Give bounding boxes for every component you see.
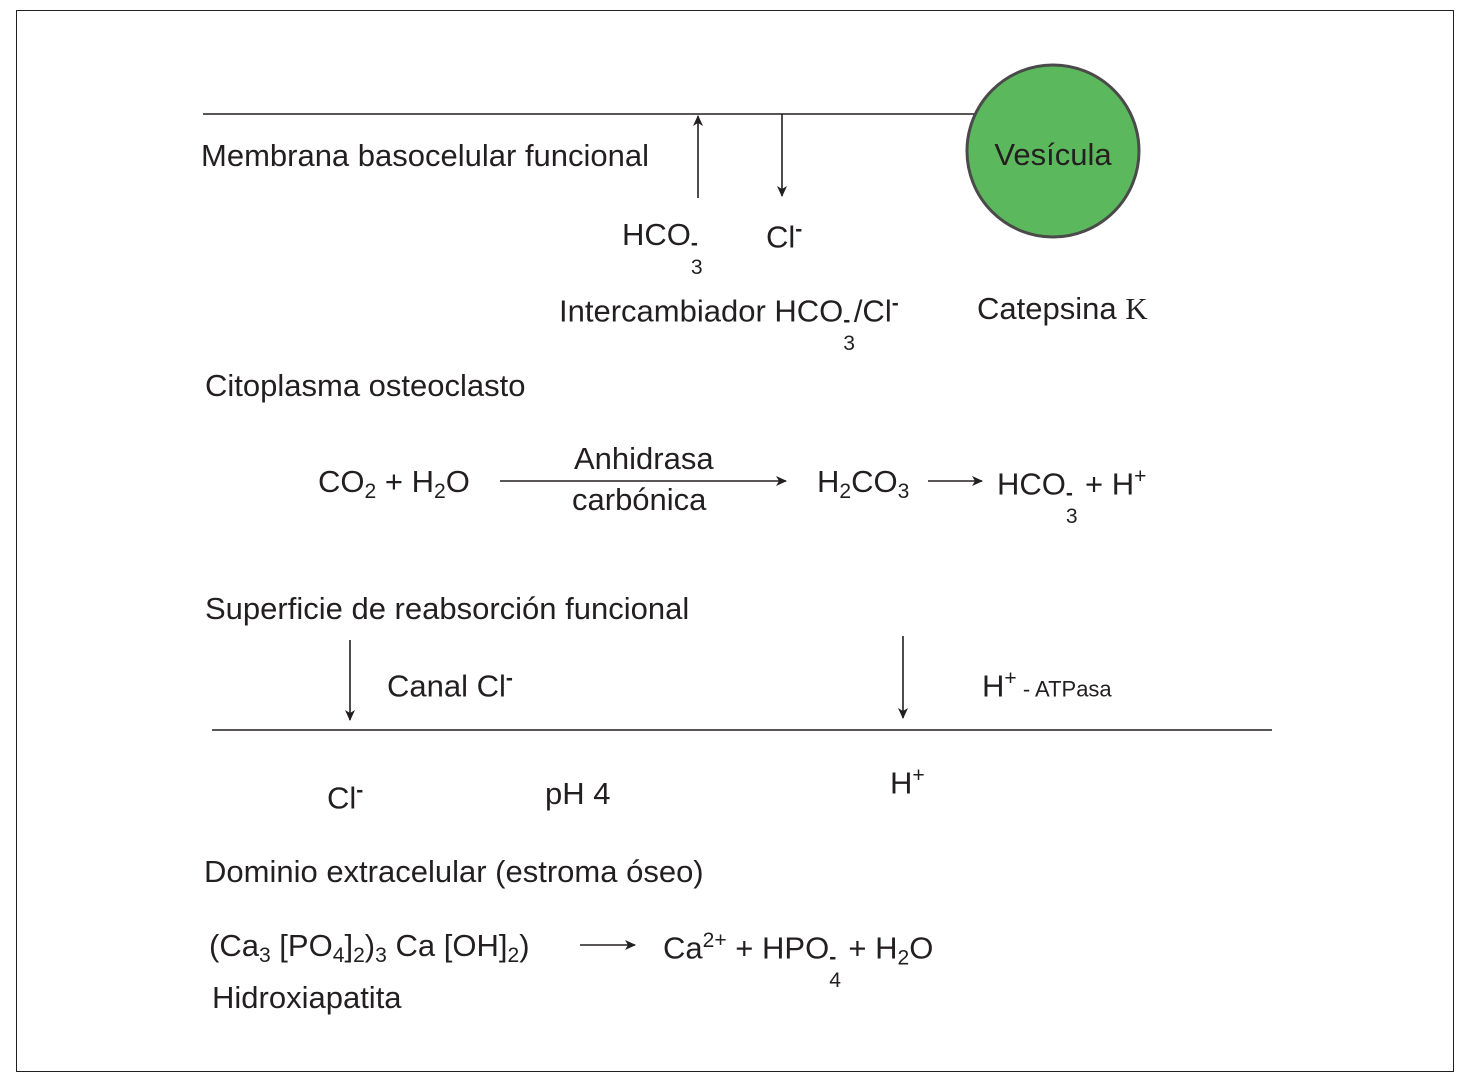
lacuna-cl-label: Cl- — [327, 779, 364, 816]
membrane-label: Membrana basocelular funcional — [201, 138, 650, 173]
cytoplasm-label: Citoplasma osteoclasto — [205, 368, 526, 403]
reactants-co2-h2o: CO2 + H2O — [318, 464, 470, 503]
hydroxyapatite-label: Hidroxiapatita — [212, 980, 402, 1015]
proton-atpase-label: H+ - ATPasa — [982, 667, 1112, 704]
chloride-channel-label: Canal Cl- — [387, 667, 513, 704]
carbonic-acid: H2CO3 — [817, 464, 910, 503]
resorption-surface-label: Superficie de reabsorción funcional — [205, 591, 690, 626]
enzyme-name-line2: carbónica — [572, 482, 707, 517]
cl-ion-label: Cl- — [766, 218, 803, 255]
figure-frame — [16, 10, 1454, 1072]
exchanger-label: Intercambiador HCO-3/Cl- — [559, 292, 899, 356]
vesicle-label: Vesícula — [994, 137, 1112, 172]
cathepsin-label: Catepsina K — [977, 291, 1148, 326]
vesicle-circle — [965, 63, 1141, 239]
ph-label: pH 4 — [545, 776, 611, 811]
enzyme-name-line1: Anhidrasa — [574, 441, 714, 476]
hco3-ion-label: HCO-3 — [622, 217, 703, 279]
extracellular-domain-label: Dominio extracelular (estroma óseo) — [204, 854, 704, 889]
dissociation-products: HCO-3 + H+ — [997, 465, 1147, 529]
hydroxyapatite-formula: (Ca3 [PO4]2)3 Ca [OH]2) — [209, 928, 530, 967]
lacuna-h-label: H+ — [890, 764, 925, 801]
dissolution-products: Ca2+ + HPO-4 + H2O — [663, 929, 934, 993]
